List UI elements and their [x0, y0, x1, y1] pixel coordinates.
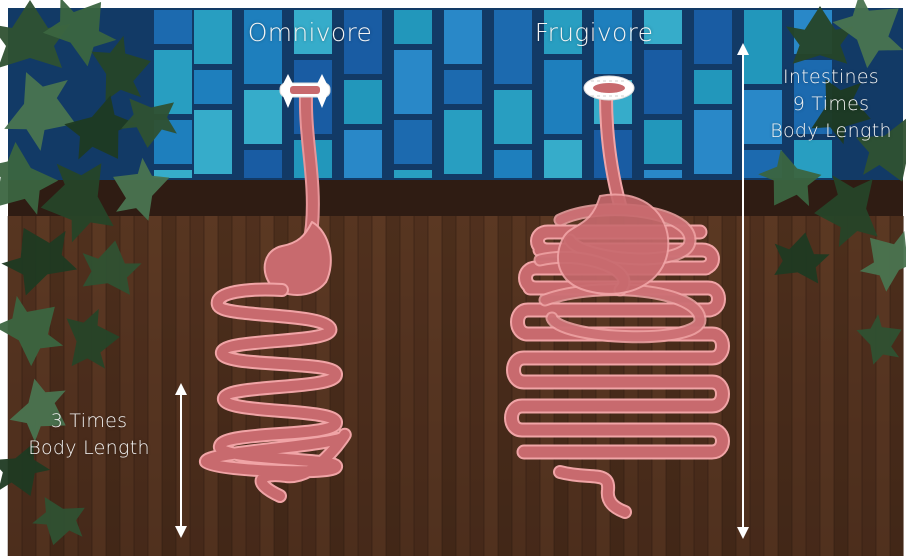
omnivore-length-label: 3 Times Body Length — [14, 408, 164, 462]
frugivore-length-label: Intestines 9 Times Body Length — [756, 64, 906, 145]
frugivore-title: Frugivore — [524, 18, 664, 48]
omnivore-length-line-1: 3 Times — [14, 408, 164, 435]
omnivore-title: Omnivore — [240, 18, 380, 48]
frugivore-length-line-1: Intestines — [756, 64, 906, 91]
omnivore-length-line-2: Body Length — [14, 435, 164, 462]
frugivore-length-line-2: 9 Times — [756, 91, 906, 118]
frugivore-length-line-3: Body Length — [756, 118, 906, 145]
flat-teeth-icon — [584, 76, 634, 100]
wooden-wall — [8, 180, 904, 556]
